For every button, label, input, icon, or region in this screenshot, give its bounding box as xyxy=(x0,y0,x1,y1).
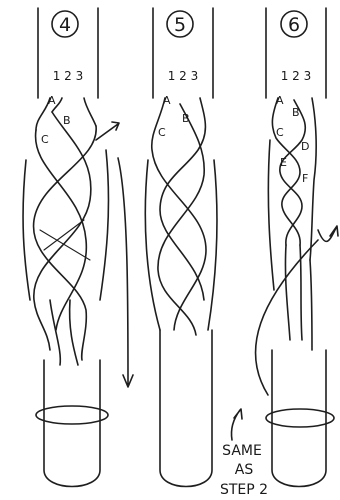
step-4-label-b: B xyxy=(63,114,71,127)
step-5-outer-left xyxy=(145,160,160,330)
step-6-braid-strand-c xyxy=(310,98,316,260)
step-6-figure: 6 1 2 3 A B C D E F xyxy=(255,8,338,487)
step-6-strand-numbers: 1 2 3 xyxy=(281,69,312,83)
step-4-strand-numbers: 1 2 3 xyxy=(53,69,84,83)
step-5-label-c: C xyxy=(158,126,166,139)
step-6-label-e: E xyxy=(280,156,287,169)
step-5-figure: 5 1 2 3 A B C xyxy=(145,8,217,487)
same-as-step-2-note: SAME AS STEP 2 xyxy=(220,409,268,498)
step-6-label-f: F xyxy=(302,172,308,185)
step-5-outer-right xyxy=(208,160,217,330)
step-6-ring xyxy=(266,409,334,427)
step-4-strand-right xyxy=(84,98,96,126)
step-4-label-c: C xyxy=(41,133,49,146)
step-4-number: 4 xyxy=(59,14,71,36)
step-4-outer-left xyxy=(23,160,30,300)
step-4-pull-arrow xyxy=(96,122,119,140)
step-6-label-c: C xyxy=(276,126,284,139)
step-6-tube-bottom xyxy=(272,350,326,487)
step-4-crossing-lines xyxy=(40,220,90,260)
step-4-figure: 4 1 2 3 A B C xyxy=(23,8,133,487)
note-line-3: STEP 2 xyxy=(220,482,268,498)
step-6-number: 6 xyxy=(288,14,300,36)
step-5-braid-strand-c xyxy=(160,98,205,300)
note-arrow xyxy=(231,409,242,440)
note-line-1: SAME xyxy=(222,443,262,459)
step-6-pull-arrow xyxy=(318,226,338,241)
step-4-outer-right xyxy=(100,150,108,300)
step-4-tapers xyxy=(50,300,78,365)
step-4-ring xyxy=(36,406,108,424)
step-5-number: 5 xyxy=(174,14,186,36)
step-6-braid-strand-a xyxy=(272,98,300,245)
step-4-label-a: A xyxy=(48,94,56,107)
step-6-label-b: B xyxy=(292,106,300,119)
step-6-wrap-strand xyxy=(255,240,318,395)
step-5-label-b: B xyxy=(182,112,190,125)
step-5-label-a: A xyxy=(163,94,171,107)
step-6-label-d: D xyxy=(301,140,309,153)
step-6-label-a: A xyxy=(276,94,284,107)
step-6-outer-left xyxy=(268,140,274,290)
step-5-strand-numbers: 1 2 3 xyxy=(168,69,199,83)
step-4-down-arrow xyxy=(118,158,133,387)
step-5-tube-bottom xyxy=(160,330,212,487)
note-line-2: AS xyxy=(235,462,254,478)
